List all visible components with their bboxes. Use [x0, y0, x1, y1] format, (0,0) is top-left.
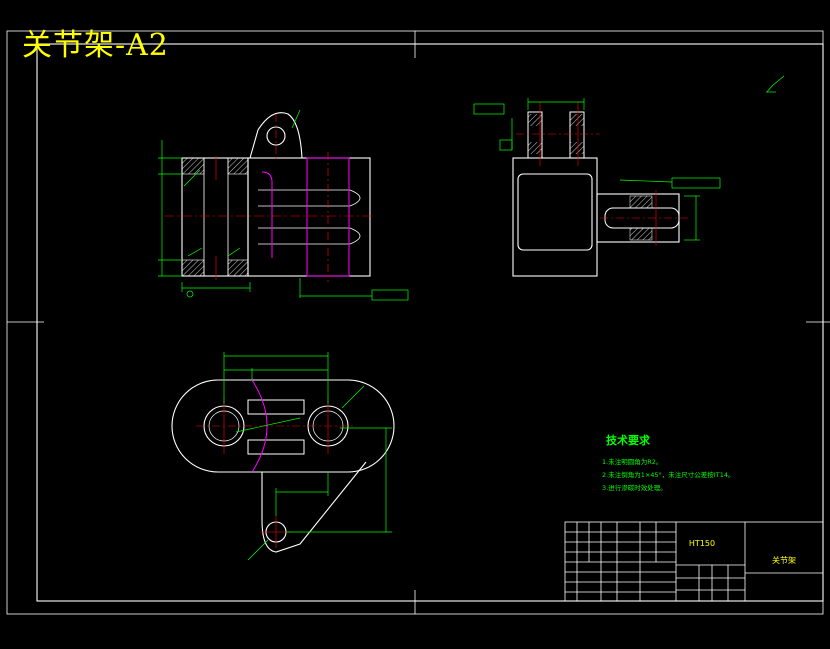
front-view-dimensions	[158, 109, 409, 301]
top-view	[171, 379, 395, 553]
technical-note: 3.进行渗碳时效处理。	[602, 484, 667, 492]
top-view-dimensions	[223, 352, 392, 561]
part-name-label: 关节架	[772, 555, 796, 565]
material-label: HT150	[689, 539, 715, 548]
side-view	[512, 102, 690, 277]
outer-frame	[6, 30, 824, 615]
technical-note: 2.未注倒角为1×45°，未注尺寸公差按IT14。	[602, 471, 735, 479]
centering-marks	[7, 31, 830, 614]
technical-note: 1.未注明圆角为R2。	[602, 458, 663, 466]
title-block	[564, 521, 824, 602]
technical-requirements-heading: 技术要求	[606, 434, 650, 447]
inner-frame	[36, 43, 824, 602]
side-view-dimensions	[473, 75, 785, 241]
front-view	[164, 112, 372, 282]
drawing-title: 关节架-A2	[22, 28, 169, 63]
